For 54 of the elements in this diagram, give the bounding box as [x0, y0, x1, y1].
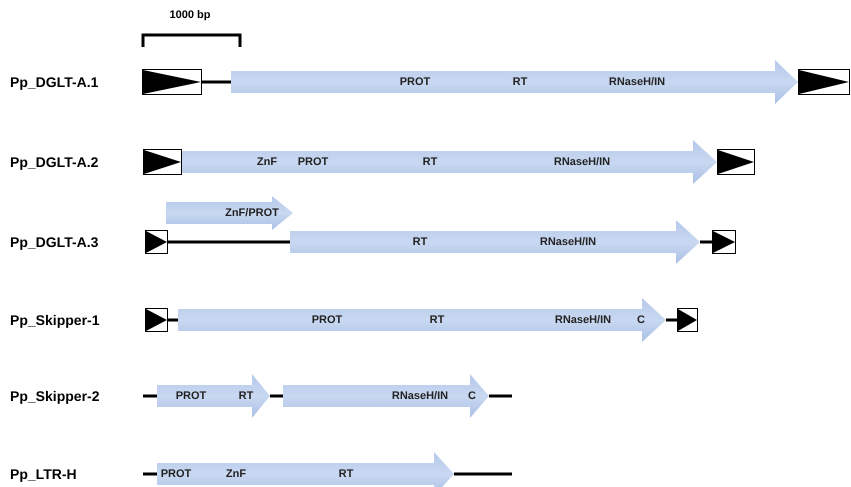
sequence-line [143, 472, 157, 476]
domain-label: PROT [160, 468, 192, 480]
domain-label: RNaseH/IN [540, 236, 596, 248]
element-name: Pp_Skipper-2 [10, 388, 100, 404]
ltr-box [798, 69, 850, 95]
scale-label: 1000 bp [170, 9, 210, 21]
domain-label: RNaseH/IN [608, 76, 666, 88]
domain-label: ZnF/PROT [225, 207, 279, 219]
sequence-line [700, 240, 712, 244]
element-name: Pp_DGLT-A.3 [10, 234, 98, 250]
ltr-box [717, 149, 755, 175]
domain-label: C [468, 390, 476, 402]
coding-region [182, 140, 717, 184]
coding-region [290, 220, 700, 264]
element-name: Pp_DGLT-A.1 [10, 74, 98, 90]
element-name: Pp_LTR-H [10, 466, 77, 482]
sequence-line [666, 318, 677, 322]
domain-label: ZnF [226, 468, 246, 480]
domain-label: PROT [400, 76, 430, 88]
domain-label: PROT [312, 314, 342, 326]
coding-region [157, 374, 270, 418]
domain-label: RT [238, 390, 254, 402]
ltr-box [142, 69, 202, 95]
element-name: Pp_DGLT-A.2 [10, 154, 98, 170]
domain-label: RT [422, 156, 438, 168]
ltr-box [143, 149, 182, 175]
coding-region [283, 374, 489, 418]
sequence-line [489, 394, 512, 398]
coding-region [178, 298, 666, 342]
domain-label: RT [412, 236, 428, 248]
domain-label: RNaseH/IN [554, 314, 612, 326]
sequence-line [454, 472, 512, 476]
sequence-line [168, 240, 290, 244]
sequence-line [143, 394, 157, 398]
ltr-box [677, 308, 698, 332]
sequence-line [168, 318, 178, 322]
coding-region [231, 60, 798, 104]
ltr-box [145, 308, 168, 332]
ltr-box [145, 230, 168, 254]
domain-label: PROT [176, 390, 206, 402]
coding-region [157, 452, 454, 487]
domain-label: RNaseH/IN [554, 156, 610, 168]
coding-region [166, 196, 293, 230]
domain-label: C [637, 314, 645, 326]
element-name: Pp_Skipper-1 [10, 312, 100, 328]
ltr-box [712, 230, 736, 254]
domain-label: RNaseH/IN [392, 390, 448, 402]
sequence-line [270, 394, 283, 398]
domain-label: RT [430, 314, 444, 326]
domain-label: RT [512, 76, 528, 88]
sequence-line [202, 80, 231, 84]
domain-label: ZnF [256, 156, 278, 168]
domain-label: RT [338, 468, 354, 480]
domain-label: PROT [298, 156, 328, 168]
